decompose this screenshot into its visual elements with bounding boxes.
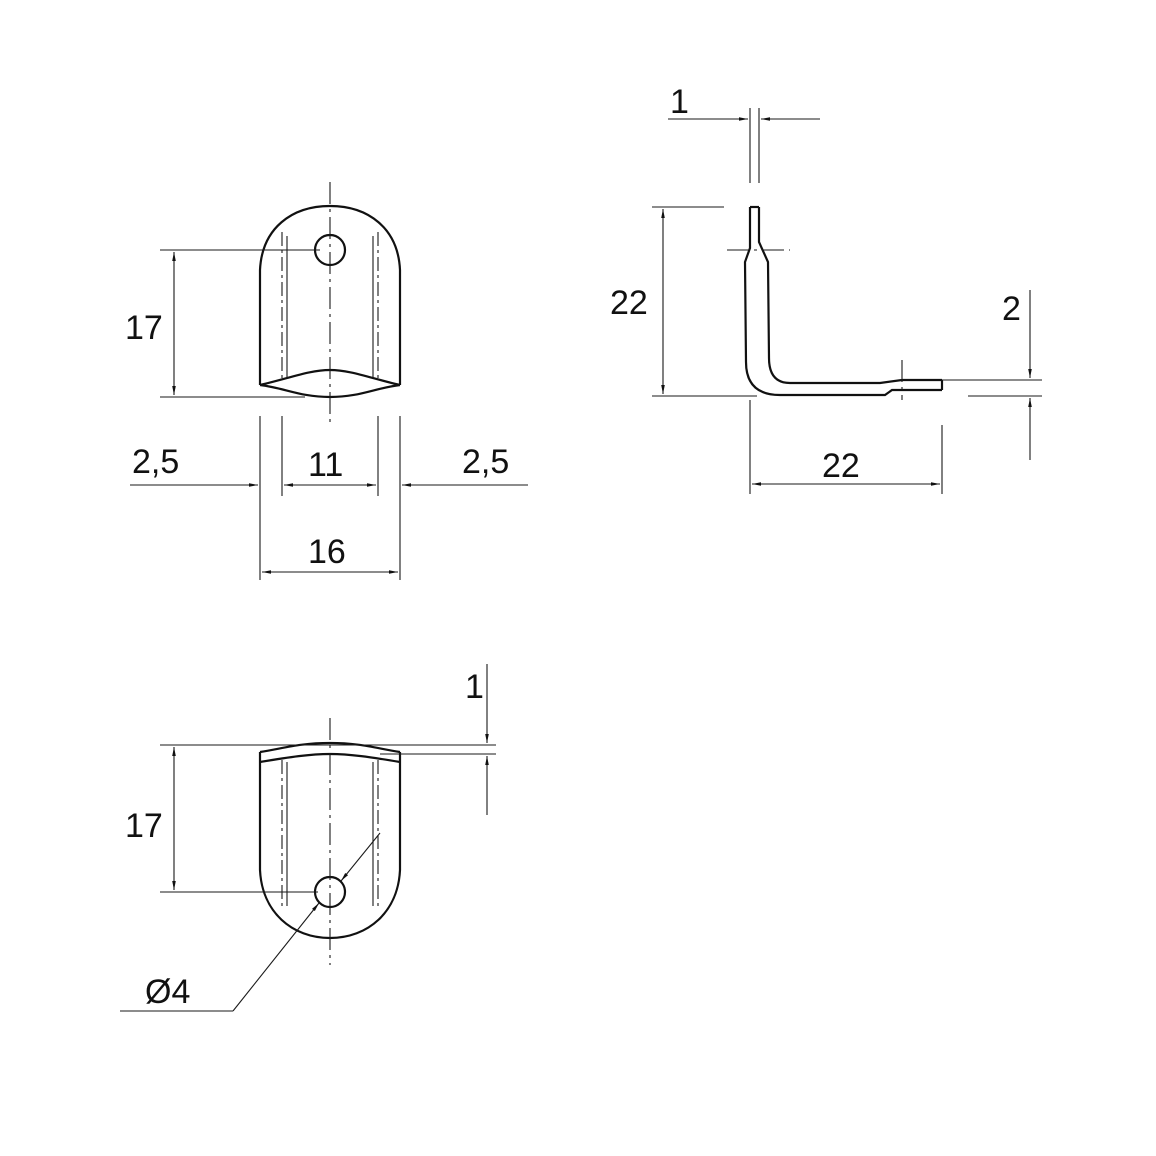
- bottom-height-label: 17: [125, 807, 163, 845]
- top-view: 17 2,5 11 2,5 16: [125, 182, 528, 580]
- side-vertical-leg-label: 22: [610, 284, 648, 322]
- side-offset-label: 2: [1002, 290, 1021, 328]
- top-left-margin-label: 2,5: [132, 443, 179, 481]
- top-view-outline: [258, 204, 402, 385]
- side-thickness-label: 1: [670, 83, 689, 121]
- side-view-profile-outer: [743, 207, 942, 397]
- bottom-view-bend-edge: [259, 741, 401, 754]
- side-horizontal-leg-label: 22: [822, 447, 860, 485]
- bottom-diameter-label: Ø4: [145, 973, 190, 1011]
- bottom-step-label: 1: [465, 668, 484, 706]
- side-view-profile-inner: [757, 207, 942, 385]
- top-height-label: 17: [125, 309, 163, 347]
- bottom-diameter-leader-lower: [232, 902, 320, 1012]
- bottom-view: 17 1 Ø4: [120, 664, 496, 1012]
- top-total-width-label: 16: [308, 533, 346, 571]
- top-inner-width-label: 11: [308, 446, 343, 484]
- side-view: 1 22 2 22: [610, 83, 1042, 494]
- top-right-margin-label: 2,5: [462, 443, 509, 481]
- bottom-diameter-leader-upper: [340, 832, 381, 882]
